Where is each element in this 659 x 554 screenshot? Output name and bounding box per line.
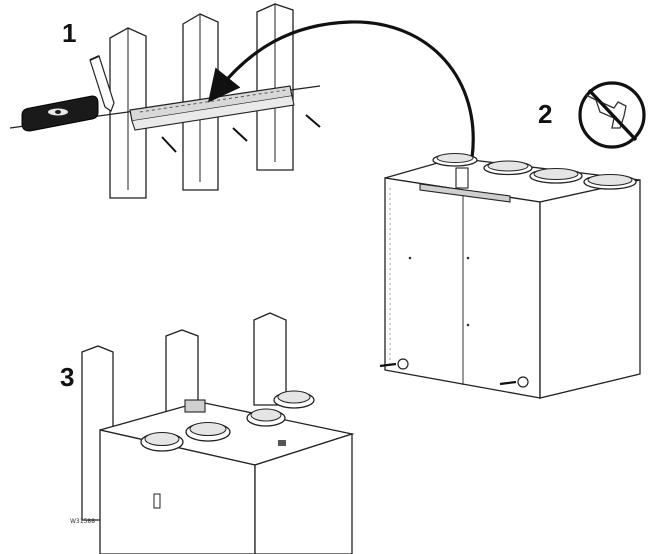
duct-collar <box>529 168 583 184</box>
foot-screw <box>499 376 529 388</box>
step-3-mounted-unit: 3 W31588 <box>60 312 355 554</box>
no-drill-icon <box>578 81 646 149</box>
step-1-wall-bracket: 1 <box>9 3 321 199</box>
screw <box>305 114 321 128</box>
ventilation-unit-side-view <box>379 153 641 399</box>
foot-screw <box>379 358 409 370</box>
step-number-2: 2 <box>538 99 552 129</box>
wall-stud <box>165 329 199 421</box>
wall-stud <box>253 312 287 406</box>
duct-collar <box>273 390 315 409</box>
step-number-3: 3 <box>60 362 74 392</box>
duct-collar <box>246 408 286 427</box>
pencil-icon <box>89 55 115 112</box>
figure-code: W31588 <box>70 518 95 525</box>
spirit-level-icon <box>21 95 99 132</box>
unit-bracket <box>419 167 511 203</box>
duct-collar <box>185 422 231 442</box>
screw <box>161 136 177 153</box>
transfer-arrow <box>208 20 475 159</box>
duct-collar <box>432 153 478 167</box>
duct-collar <box>483 160 533 176</box>
wall-bracket-mounted <box>184 399 206 413</box>
duct-collar <box>583 174 637 190</box>
step-number-1: 1 <box>62 18 76 48</box>
duct-collar <box>140 432 184 452</box>
step-2-label: 2 <box>538 99 552 129</box>
screw <box>232 127 248 142</box>
